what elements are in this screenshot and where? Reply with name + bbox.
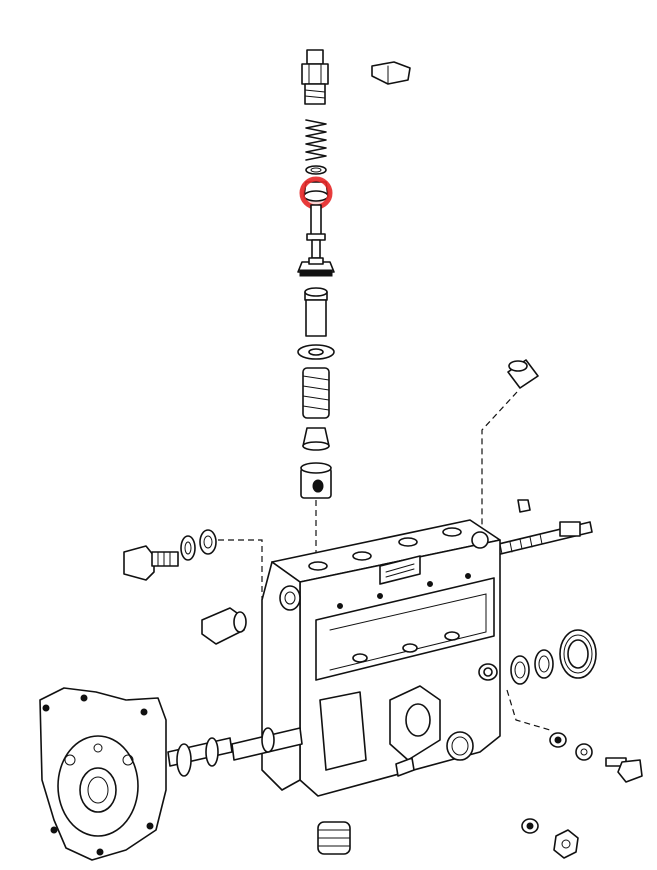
o-ring-right[interactable] bbox=[510, 655, 530, 685]
sealing-washer-a[interactable] bbox=[180, 535, 196, 561]
hollow-bolt[interactable] bbox=[123, 545, 179, 581]
shaft-seal-right[interactable] bbox=[534, 649, 554, 679]
pump-housing[interactable] bbox=[261, 519, 501, 797]
cap-screw[interactable] bbox=[605, 757, 643, 783]
camshaft[interactable] bbox=[167, 727, 303, 777]
valve-washer[interactable] bbox=[305, 165, 327, 175]
drive-coupling-plug[interactable] bbox=[201, 607, 247, 645]
assembly-guide-lines bbox=[218, 391, 551, 731]
small-nut[interactable] bbox=[517, 499, 531, 513]
spring-upper-seat[interactable] bbox=[297, 344, 335, 360]
roller-tappet[interactable] bbox=[300, 462, 332, 499]
delivery-valve-plunger[interactable] bbox=[306, 204, 326, 259]
delivery-valve-holder[interactable] bbox=[301, 49, 329, 105]
drive-flange[interactable] bbox=[39, 687, 167, 861]
retaining-clip[interactable] bbox=[371, 61, 411, 85]
washer-lower-b[interactable] bbox=[575, 743, 593, 761]
washer-lower-a[interactable] bbox=[549, 732, 567, 748]
plunger-barrel[interactable] bbox=[304, 287, 328, 337]
control-sleeve-gear[interactable] bbox=[297, 257, 335, 277]
sealing-washer-b[interactable] bbox=[199, 529, 217, 555]
delivery-valve-spring[interactable] bbox=[305, 119, 327, 161]
housing-ring[interactable] bbox=[446, 731, 474, 761]
plunger-return-spring[interactable] bbox=[302, 367, 330, 419]
hex-nut[interactable] bbox=[553, 829, 579, 859]
delivery-valve-seal[interactable] bbox=[299, 176, 333, 210]
washer-bottom[interactable] bbox=[521, 818, 539, 834]
bleed-screw[interactable] bbox=[507, 359, 539, 389]
control-rack[interactable] bbox=[481, 521, 593, 559]
ball-bearing[interactable] bbox=[559, 629, 597, 679]
governor-spring[interactable] bbox=[317, 821, 351, 855]
spring-lower-seat[interactable] bbox=[302, 427, 330, 451]
